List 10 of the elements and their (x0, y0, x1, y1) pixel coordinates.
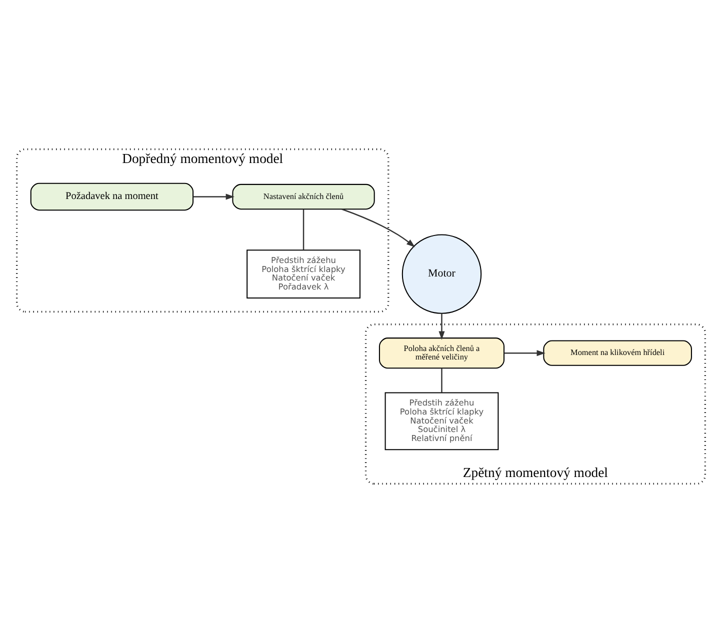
node-circle: Motor (402, 234, 482, 314)
arrow (438, 313, 445, 340)
node-box: Předstih zážehu Poloha šktrící klapky Natočení vaček Součinitel λ Relativní pnění (384, 392, 499, 450)
arrow (504, 350, 546, 356)
arrow (193, 193, 234, 200)
arrow (342, 208, 416, 247)
node-box: Požadavek na moment (30, 182, 194, 210)
connector (302, 208, 304, 250)
connector (441, 368, 442, 392)
node-box: Předstih zážehu Poloha šktrící klapky Natočení vaček Pořadavek λ (246, 249, 360, 298)
